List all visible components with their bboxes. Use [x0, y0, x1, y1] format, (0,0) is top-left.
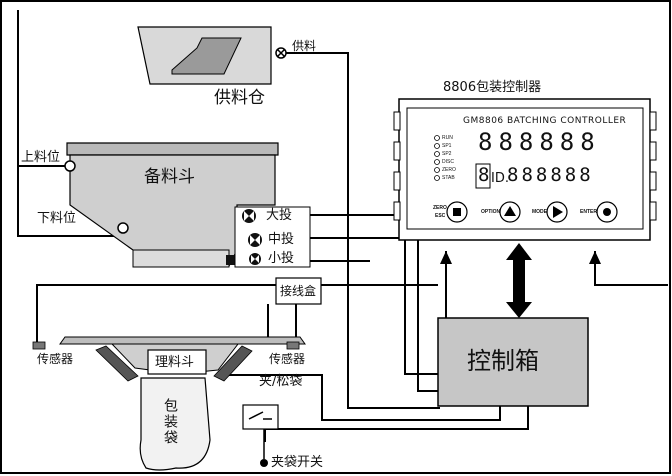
clamp-switch-label: 夹袋开关	[271, 455, 324, 470]
clamp-label: 夹/松袋	[259, 374, 303, 389]
bag-clamp-left	[95, 345, 139, 382]
mode-button-label: MODE	[532, 209, 547, 215]
wire-lower-level	[17, 10, 122, 237]
zero-esc-button[interactable]	[446, 201, 468, 223]
enter-button-label: ENTER	[580, 209, 597, 215]
wire-supply-valve	[286, 52, 440, 409]
upper-level-sensor-icon	[64, 160, 76, 172]
left-sensor-label: 传感器	[37, 352, 74, 366]
right-sensor-label: 传感器	[269, 352, 306, 366]
lower-level-label: 下料位	[37, 211, 77, 226]
wire-left-sensor	[36, 284, 276, 344]
top-display: 888888	[478, 128, 601, 156]
right-load-cell-icon	[286, 341, 300, 350]
option-button-label: OPTION	[481, 209, 501, 215]
controller-side-tabs	[393, 111, 657, 221]
supply-chute	[171, 37, 242, 75]
bag-label: 包装袋	[162, 398, 178, 446]
indicator-run: RUN	[442, 135, 453, 141]
funnel-label: 理料斗	[155, 355, 195, 370]
hopper-rim	[66, 142, 279, 156]
mode-button[interactable]	[546, 201, 568, 223]
bag-clamp-right	[213, 345, 253, 382]
wire-ctl-right	[594, 251, 668, 286]
weigh-platform	[59, 336, 306, 345]
supply-valve-label: 供料	[292, 39, 317, 53]
hopper-outlet	[132, 249, 230, 268]
funnel-label-box	[147, 349, 207, 375]
large-feed-label: 大投	[266, 208, 293, 223]
medium-feed-valve-icon	[248, 233, 262, 247]
indicator-stab: STAB	[442, 175, 455, 181]
comm-double-arrow-icon	[506, 243, 532, 318]
arrow-ctl-right	[589, 251, 601, 264]
wire-clamp-switch	[264, 406, 529, 442]
clamp-switch-box	[242, 404, 279, 430]
clamp-switch-terminal-icon	[260, 459, 268, 467]
right-triangle-icon	[553, 206, 563, 218]
wire-large-feed	[310, 214, 438, 392]
wire-medium-feed	[310, 237, 438, 375]
medium-feed-label: 中投	[268, 232, 295, 247]
zero-button-label: ZERO	[433, 205, 447, 211]
upper-level-label: 上料位	[21, 150, 61, 165]
large-feed-valve-icon	[242, 209, 256, 223]
junction-box-label: 接线盒	[280, 284, 317, 298]
enter-button[interactable]	[596, 201, 618, 223]
esc-button-label: ESC	[435, 213, 446, 219]
control-box	[437, 317, 589, 407]
id-digit-frame	[475, 163, 491, 189]
controller-caption: 8806包装控制器	[443, 80, 542, 95]
small-feed-valve-icon	[249, 253, 261, 265]
stop-square-icon	[453, 208, 461, 216]
status-led-icons	[434, 135, 440, 181]
control-box-label: 控制箱	[467, 347, 539, 375]
id-label: ID.	[491, 171, 509, 186]
left-load-cell-icon	[32, 341, 46, 350]
wire-clamp	[226, 374, 501, 421]
up-triangle-icon	[504, 206, 516, 216]
junction-box	[275, 277, 322, 305]
controller-model-title: GM8806 BATCHING CONTROLLER	[463, 116, 627, 126]
indicator-disc: DISC	[442, 159, 454, 165]
indicator-sp2: SP2	[442, 151, 452, 157]
bottom-display: 888888	[507, 164, 594, 186]
indicator-sp1: SP1	[442, 143, 452, 149]
option-button[interactable]	[499, 201, 521, 223]
controller-inner-bezel	[406, 107, 644, 230]
hopper-title: 备料斗	[144, 167, 195, 187]
switch-lever	[248, 411, 264, 420]
id-digit: 8	[478, 164, 490, 186]
enter-dot-icon	[603, 208, 611, 216]
arrow-ctl-left	[440, 251, 452, 264]
small-feed-label: 小投	[268, 251, 295, 266]
packaging-bag	[139, 377, 211, 471]
indicator-zero: ZERO	[442, 167, 456, 173]
outlet-actuator	[226, 255, 236, 265]
lower-level-sensor-icon	[117, 222, 129, 234]
supply-valve-icon	[275, 47, 287, 59]
supply-bin-title: 供料仓	[214, 88, 265, 108]
